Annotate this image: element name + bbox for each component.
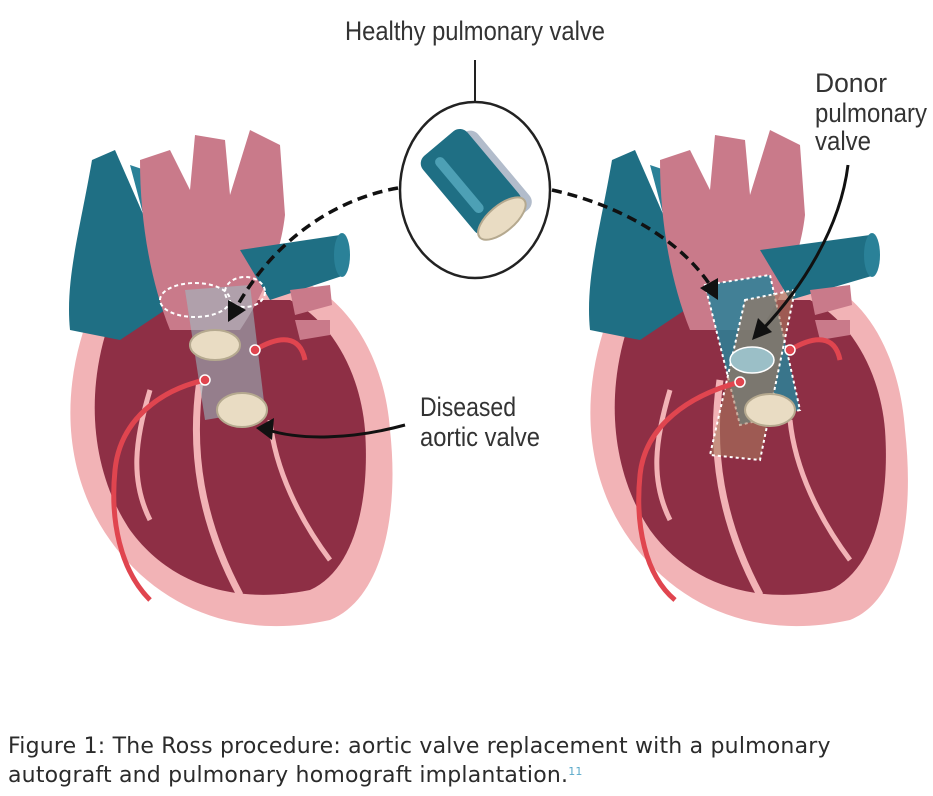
caption-text: Figure 1: The Ross procedure: aortic val… <box>8 734 831 788</box>
right-heart-coronary-ostium-1 <box>735 377 745 387</box>
left-heart-coronary-ostium-2 <box>250 345 260 355</box>
label-donor-line-2: pulmonary <box>815 98 927 128</box>
right-heart-valve-lower <box>745 394 795 426</box>
label-donor-line-1: Donor <box>815 68 887 98</box>
left-heart-pulmonary-valve <box>190 330 240 360</box>
caption-reference[interactable]: 11 <box>568 765 582 778</box>
left-heart-aortic-valve <box>217 393 267 427</box>
right-heart-coronary-ostium-2 <box>785 345 795 355</box>
right-heart-valve-upper <box>730 347 774 373</box>
right-heart <box>589 130 908 626</box>
left-heart-coronary-ostium-1 <box>200 375 210 385</box>
label-diseased-line-2: aortic valve <box>420 422 540 452</box>
label-donor-line-3: valve <box>815 126 871 156</box>
label-diseased-line-1: Diseased <box>420 392 516 422</box>
right-heart-teal-branch-end <box>864 233 880 277</box>
label-healthy-pulmonary-valve: Healthy pulmonary valve <box>345 16 605 46</box>
left-heart-teal-branch-end <box>334 233 350 277</box>
figure-caption: Figure 1: The Ross procedure: aortic val… <box>8 732 928 790</box>
healthy-valve-callout <box>400 60 550 278</box>
ross-procedure-diagram: Healthy pulmonary valve Donor pulmonary … <box>0 0 933 700</box>
